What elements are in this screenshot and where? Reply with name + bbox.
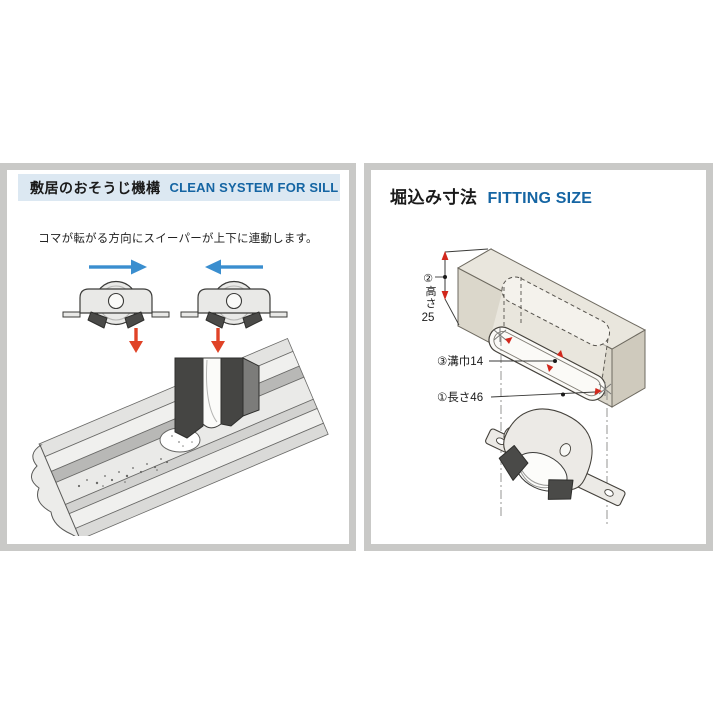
groove-width-label: ③溝巾14	[437, 354, 484, 368]
hub-hole	[559, 443, 572, 457]
roller-unit-isometric	[485, 408, 626, 507]
fitting-size-diagram: ② 高 さ 25 ③溝巾14 ①長さ46	[422, 248, 647, 525]
pocket-wall-lines	[503, 277, 609, 388]
pocket-ghost	[491, 285, 608, 390]
clean-system-title-en: CLEAN SYSTEM FOR SILL	[169, 180, 339, 195]
roller-sideview-right	[180, 280, 288, 329]
fitting-size-panel: 堀込み寸法 FITTING SIZE	[364, 163, 713, 551]
clean-system-diagram	[31, 259, 329, 536]
length-label: ①長さ46	[437, 391, 483, 404]
fitting-size-title-en: FITTING SIZE	[487, 190, 593, 207]
height-char-2: さ	[426, 297, 437, 310]
sweeper-left	[498, 444, 529, 481]
screw-mark-left-icon	[493, 328, 507, 342]
dimension-height: ② 高 さ 25	[422, 248, 489, 326]
roller-sideview-left	[62, 280, 170, 329]
debris-dots	[77, 458, 169, 488]
dimension-groove-width: ③溝巾14	[437, 350, 564, 372]
sweep-down-arrow-left-icon	[129, 328, 143, 353]
sweeping-roller-unit	[174, 357, 260, 439]
move-right-arrow-icon	[89, 259, 147, 275]
clean-system-header: 敷居のおそうじ機構 CLEAN SYSTEM FOR SILL	[18, 174, 340, 201]
sill-rail-isometric	[31, 337, 329, 536]
screw-hole-right	[604, 489, 614, 497]
height-char-1: 高	[426, 284, 437, 298]
dimension-length: ①長さ46	[437, 337, 602, 404]
rail-cross-section	[31, 444, 80, 536]
pocket-top-outline	[501, 276, 611, 347]
sweep-down-arrow-right-icon	[211, 328, 225, 353]
mechanism-caption: コマが転がる方向にスイーパーが上下に連動します。	[38, 233, 318, 245]
centerlines	[500, 337, 608, 525]
move-left-arrow-icon	[205, 259, 263, 275]
height-mark-label: ②	[423, 273, 433, 285]
sweeper-right	[547, 479, 574, 500]
height-value-label: 25	[422, 312, 435, 324]
clean-system-panel: 敷居のおそうじ機構 CLEAN SYSTEM FOR SILL コマが転がる方向…	[0, 163, 356, 551]
clean-system-title-ja: 敷居のおそうじ機構	[30, 179, 161, 196]
fitting-size-title-ja: 堀込み寸法	[390, 188, 478, 207]
fitting-size-header: 堀込み寸法 FITTING SIZE	[390, 183, 592, 208]
screw-mark-right-icon	[598, 382, 612, 396]
